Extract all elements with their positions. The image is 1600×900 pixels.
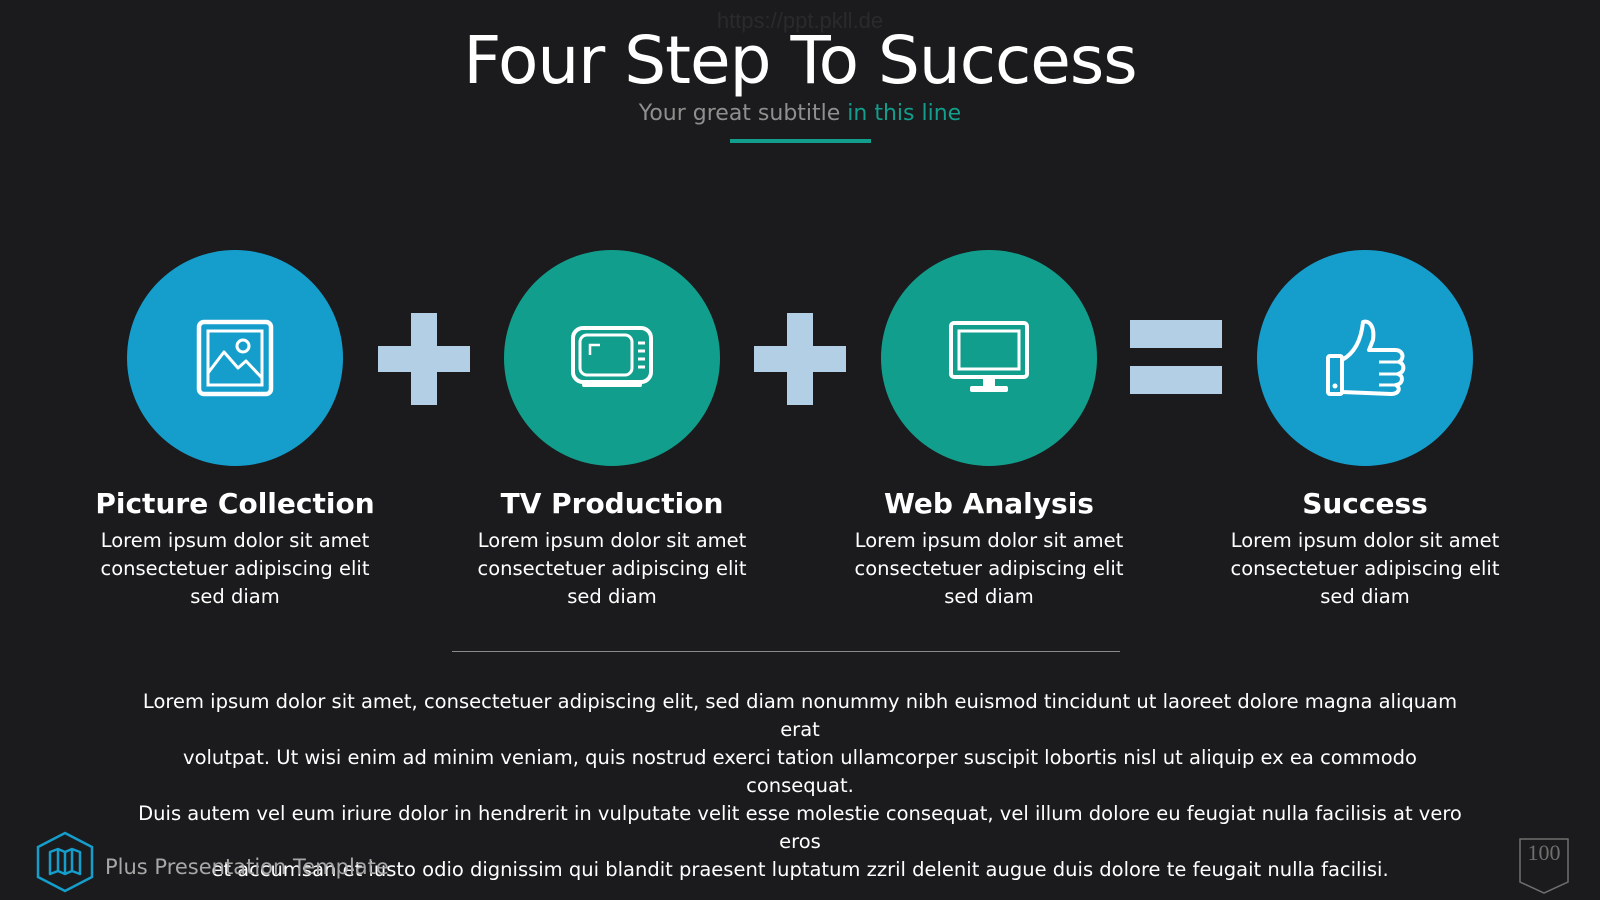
step-desc-line: Lorem ipsum dolor sit amet: [1230, 529, 1500, 552]
plus-icon: [754, 313, 846, 405]
picture-icon: [196, 319, 274, 397]
plus-icon: [378, 313, 470, 405]
watermark: https://ppt.pkll.de: [716, 8, 884, 33]
footer-template-name: Plus Presentation Template: [105, 855, 389, 879]
step-title-tv-production: TV Production: [500, 487, 724, 520]
step-desc-line: Lorem ipsum dolor sit amet: [854, 529, 1124, 552]
body-paragraph: Lorem ipsum dolor sit amet, consectetuer…: [130, 688, 1470, 884]
step-desc-line: sed diam: [567, 585, 657, 608]
subtitle-accent: in this line: [847, 101, 962, 126]
body-line: Lorem ipsum dolor sit amet, consectetuer…: [142, 690, 1458, 741]
step-desc-success: Lorem ipsum dolor sit amet consectetuer …: [1195, 527, 1535, 611]
step-circle-tv-production: [504, 250, 720, 466]
footer-logo: [34, 830, 96, 898]
step-desc-tv-production: Lorem ipsum dolor sit amet consectetuer …: [442, 527, 782, 611]
step-desc-line: Lorem ipsum dolor sit amet: [477, 529, 747, 552]
step-desc-line: sed diam: [190, 585, 280, 608]
step-title-picture-collection: Picture Collection: [95, 487, 375, 520]
subtitle-main: Your great subtitle: [638, 101, 848, 126]
map-icon: [36, 831, 94, 893]
section-divider: [452, 651, 1120, 652]
step-desc-line: consectetuer adipiscing elit: [477, 557, 747, 580]
monitor-icon: [949, 321, 1029, 392]
step-title-web-analysis: Web Analysis: [884, 487, 1094, 520]
step-desc-line: consectetuer adipiscing elit: [854, 557, 1124, 580]
page-number-text: 100: [1527, 840, 1561, 865]
page-title: Four Step To Success: [463, 22, 1137, 99]
step-desc-line: consectetuer adipiscing elit: [100, 557, 370, 580]
step-desc-line: sed diam: [944, 585, 1034, 608]
tv-icon: [571, 326, 653, 387]
step-circle-picture-collection: [127, 250, 343, 466]
page-badge-shape: [1519, 838, 1569, 894]
body-line: Duis autem vel eum iriure dolor in hendr…: [138, 802, 1462, 853]
step-title-success: Success: [1302, 487, 1428, 520]
step-desc-web-analysis: Lorem ipsum dolor sit amet consectetuer …: [819, 527, 1159, 611]
step-desc-line: consectetuer adipiscing elit: [1230, 557, 1500, 580]
step-circle-success: [1257, 250, 1473, 466]
body-line: et accumsan et iusto odio dignissim qui …: [211, 858, 1389, 881]
step-desc-line: sed diam: [1320, 585, 1410, 608]
page-subtitle: Your great subtitle in this line: [0, 101, 1600, 126]
page-number: 100: [1519, 838, 1569, 894]
body-line: volutpat. Ut wisi enim ad minim veniam, …: [183, 746, 1417, 797]
step-circle-web-analysis: [881, 250, 1097, 466]
step-desc-picture-collection: Lorem ipsum dolor sit amet consectetuer …: [65, 527, 405, 611]
equals-icon: [1130, 320, 1222, 394]
thumbs-up-icon: [1326, 319, 1406, 396]
title-underline: [730, 139, 871, 143]
step-desc-line: Lorem ipsum dolor sit amet: [100, 529, 370, 552]
